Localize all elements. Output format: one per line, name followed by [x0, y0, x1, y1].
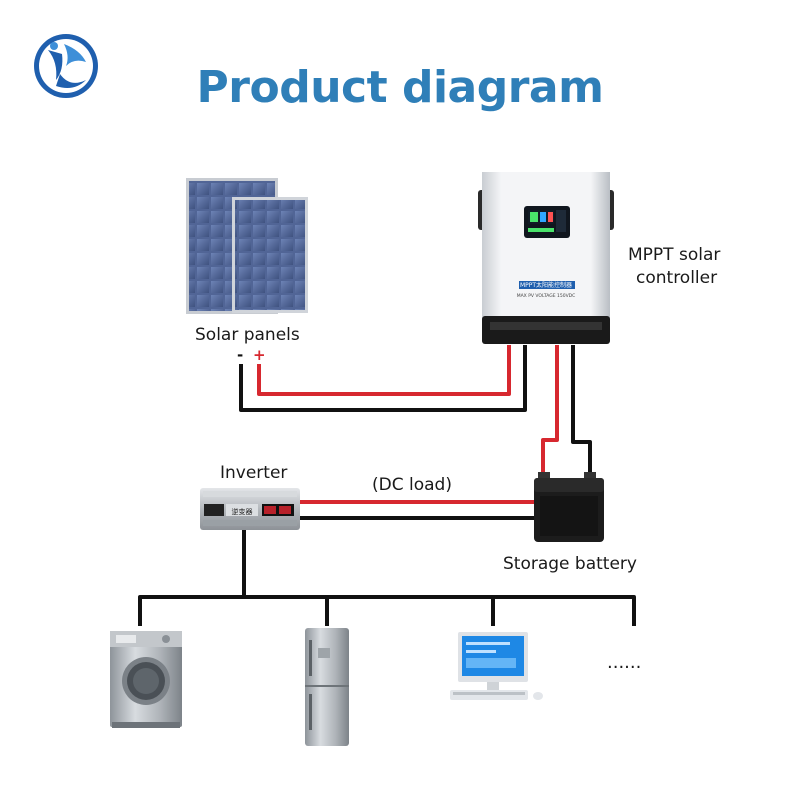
refrigerator-image [305, 628, 349, 746]
page-title: Product diagram [196, 62, 604, 113]
more-appliances-ellipsis: ...... [607, 652, 642, 673]
panel-negative-sign: - [237, 346, 244, 364]
wire-panel-negative [239, 345, 527, 412]
wiring [138, 345, 636, 626]
inverter-label: Inverter [220, 463, 288, 483]
solar-panels-image [186, 178, 308, 314]
inverter-name-text: 逆变器 [232, 507, 253, 516]
storage-battery-label: Storage battery [503, 554, 637, 574]
solar-panels-label: Solar panels [195, 325, 300, 345]
computer-image [450, 632, 543, 700]
controller-name-text: MPPT太阳能控制器 [520, 281, 572, 289]
controller-spec-text: MAX PV VOLTAGE 150VDC [517, 293, 576, 299]
washing-machine-image [110, 631, 182, 728]
mppt-label-line2: controller [636, 268, 718, 288]
panel-positive-sign: + [253, 346, 266, 364]
mppt-label-line1: MPPT solar [628, 245, 721, 265]
dc-load-label: (DC load) [372, 475, 452, 495]
mppt-controller-image [478, 172, 614, 344]
wire-panel-positive [257, 345, 511, 396]
wire-ac-bus [138, 595, 636, 626]
brand-logo [34, 34, 98, 98]
wire-battery-negative [571, 345, 592, 476]
storage-battery-image [534, 472, 604, 542]
wire-battery-positive [541, 345, 559, 476]
inverter-image [200, 488, 300, 530]
